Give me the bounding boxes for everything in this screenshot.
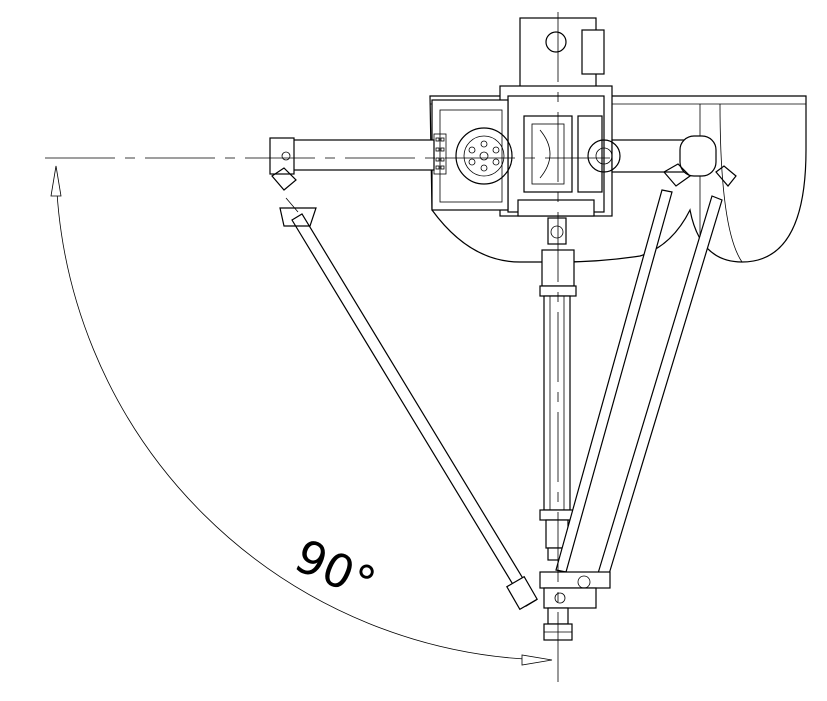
arrowhead-bottom-icon [521,654,553,666]
motor-housing [519,17,605,96]
left-upper-arm [269,137,435,191]
center-lines [45,12,610,690]
left-motor-flange [455,127,513,185]
end-effector [539,571,611,641]
left-lower-rod [279,197,538,611]
angle-label: 90° [287,528,383,610]
right-lower-rod-a [555,189,673,573]
arrowhead-top-icon [50,165,62,197]
robot-base-body [429,85,807,263]
angle-dimension [50,165,553,666]
right-upper-arm [587,135,737,187]
